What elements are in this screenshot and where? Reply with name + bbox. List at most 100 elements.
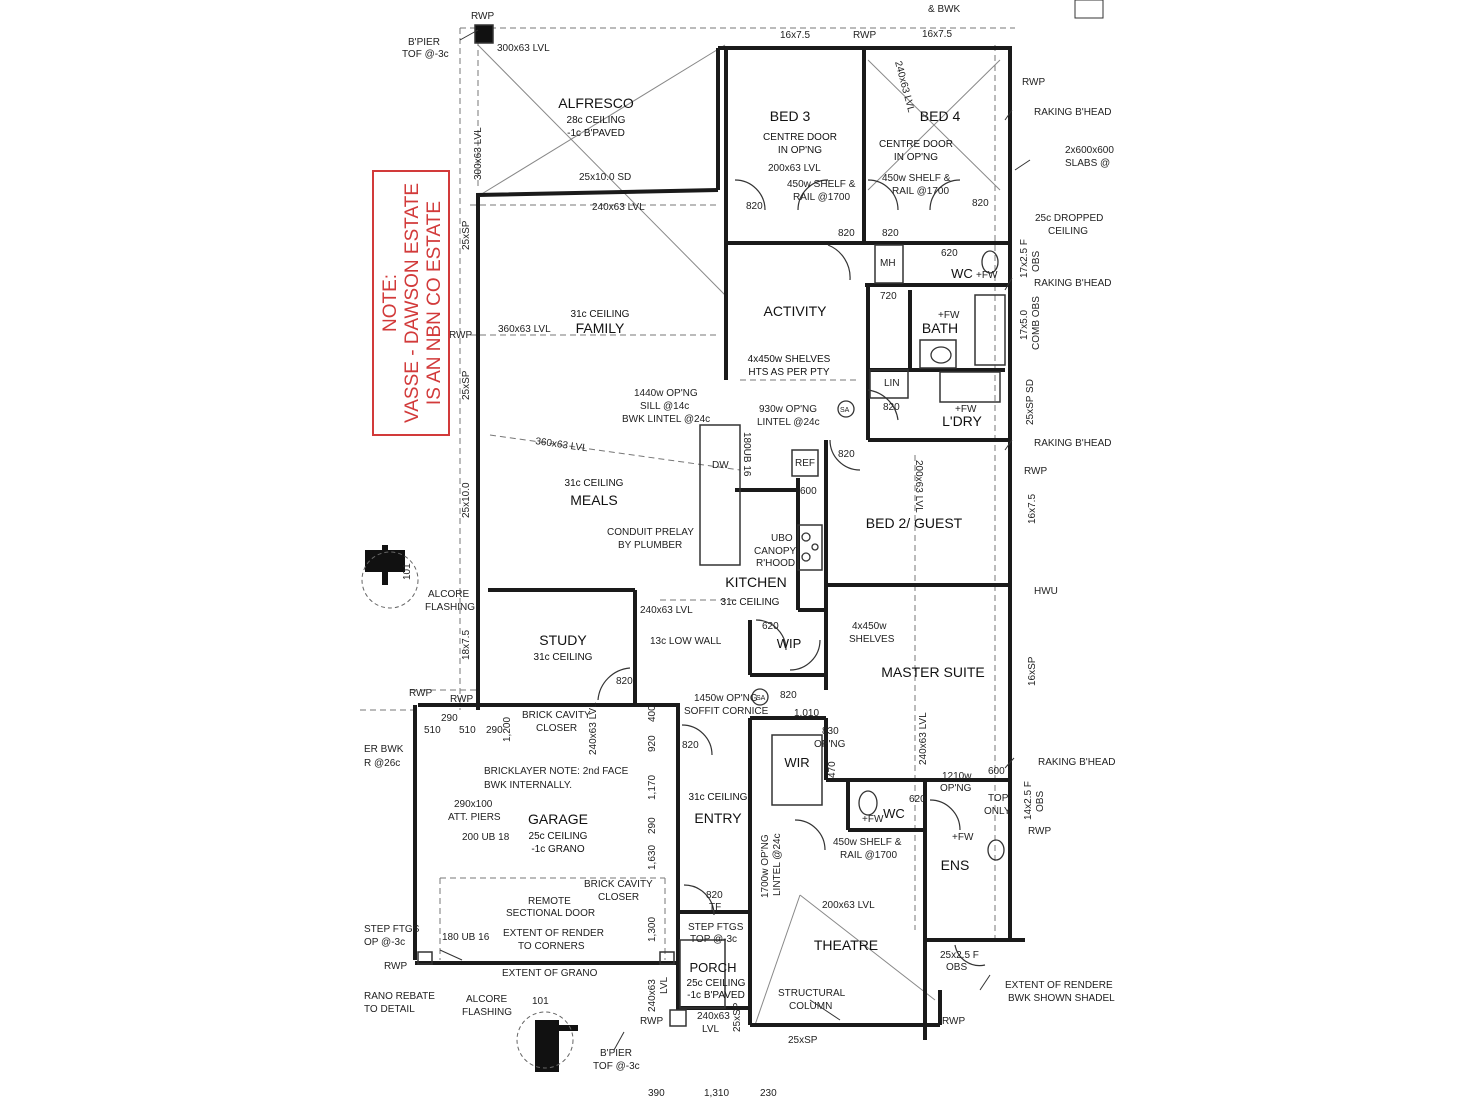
lvl-240-porch-2: LVL <box>659 977 670 994</box>
lvl-300-side: 300x63 LVL <box>473 127 484 180</box>
room-labels: ALFRESCO 28c CEILING -1c B'PAVED BED 3 C… <box>528 95 985 1001</box>
opng-1450-1: 1450w OP'NG <box>694 693 758 704</box>
annotations: RWP & BWK B'PIER TOF @-3c 300x63 LVL 300… <box>364 4 1115 1099</box>
dim-1310: 1,310 <box>704 1088 729 1099</box>
brick-cavity-1: BRICK CAVITY <box>522 710 591 721</box>
shelf-wir-2: RAIL @1700 <box>840 850 897 861</box>
lvl-300-top: 300x63 LVL <box>497 43 550 54</box>
step-ftgs-2: OP @-3c <box>364 937 405 948</box>
ub-180-b: 180 UB 16 <box>442 932 490 943</box>
kitchen-label: KITCHEN <box>725 574 786 590</box>
door-820-lin: 820 <box>883 402 900 413</box>
rwp-porch: RWP <box>640 1016 663 1027</box>
note-line-3: IS AN NBN CO ESTATE <box>424 200 445 406</box>
dim-230: 230 <box>760 1088 777 1099</box>
remote-1: REMOTE <box>528 896 571 907</box>
sa-lower: SA <box>756 695 766 702</box>
door-820-entry: 820 <box>682 740 699 751</box>
dim-470: 470 <box>827 761 838 778</box>
hwu-label: HWU <box>1034 586 1058 597</box>
render-2: TO CORNERS <box>518 941 585 952</box>
door-820-tf-1: 820 <box>706 890 723 901</box>
sp25-b: 25xSP <box>461 370 472 400</box>
door-620-wc: 620 <box>941 248 958 259</box>
render-bwk-1: EXTENT OF RENDERE <box>1005 980 1113 991</box>
opng-1440-1: 1440w OP'NG <box>634 388 698 399</box>
door-820-wir: 820 <box>780 690 797 701</box>
dim-510-a: 510 <box>424 725 441 736</box>
bpier-top: B'PIER <box>408 37 440 48</box>
comb-obs-1: 17x5.0 <box>1019 310 1030 340</box>
dim-101-left: 101 <box>402 563 413 580</box>
lvl-240-garage: 240x63 LVL <box>588 702 599 755</box>
dw-label: DW <box>712 460 729 471</box>
raking-bhead-3: RAKING B'HEAD <box>1034 438 1111 449</box>
obs-lower: OBS <box>1035 791 1046 812</box>
dashed-guides <box>360 27 1015 960</box>
grano-extent: EXTENT OF GRANO <box>502 968 598 979</box>
mh-label: MH <box>880 258 896 269</box>
garage-floor: -1c GRANO <box>531 844 585 855</box>
dim-1300: 1,300 <box>647 917 658 942</box>
wc-upper-label: WC <box>951 266 973 281</box>
leader-arrows <box>439 29 1031 1051</box>
er-bwk-2: R @26c <box>364 758 400 769</box>
door-820-bed3: 820 <box>746 201 763 212</box>
note-line-2: VASSE - DAWSON ESTATE <box>402 183 423 423</box>
brick-cavity-3: BRICK CAVITY <box>584 879 653 890</box>
walls <box>413 46 1025 1040</box>
remote-2: SECTIONAL DOOR <box>506 908 595 919</box>
door-820-act1: 820 <box>838 228 855 239</box>
obs-25-1: 25x2.5 F <box>940 950 979 961</box>
rwp-theatre: RWP <box>942 1016 965 1027</box>
dim-1170: 1,170 <box>647 775 658 800</box>
opng-1440-3: BWK LINTEL @24c <box>622 414 710 425</box>
alcore-4: FLASHING <box>462 1007 512 1018</box>
rebate-1: RANO REBATE <box>364 991 435 1002</box>
bed4-shelf-2: RAIL @1700 <box>892 186 949 197</box>
obs-25-2: OBS <box>946 962 967 973</box>
family-ceiling: 31c CEILING <box>571 309 630 320</box>
beam-16x75-b: 16x7.5 <box>922 29 952 40</box>
master-label: MASTER SUITE <box>881 664 984 680</box>
door-820-bed4: 820 <box>972 198 989 209</box>
dim-290-c: 290 <box>647 817 658 834</box>
alfresco-label: ALFRESCO <box>558 95 634 111</box>
fw-ens: +FW <box>952 832 974 843</box>
lvl-240-master: 240x63 LVL <box>918 712 929 765</box>
alfresco-ceiling: 28c CEILING <box>567 115 626 126</box>
opng-1210-1: 1210w <box>942 771 972 782</box>
door-820-bed2: 820 <box>838 449 855 460</box>
bed3-shelf-2: RAIL @1700 <box>793 192 850 203</box>
rwp-right-lower: RWP <box>1028 826 1051 837</box>
alfresco-floor: -1c B'PAVED <box>567 128 625 139</box>
wc-lower-label: WC <box>883 806 905 821</box>
activity-shelves: 4x450w SHELVES <box>748 354 831 365</box>
diagonal-markers <box>477 44 1001 1026</box>
ubo-1: UBO <box>771 533 793 544</box>
fw-bath: +FW <box>938 310 960 321</box>
conduit-1: CONDUIT PRELAY <box>607 527 694 538</box>
opng-1440-2: SILL @14c <box>640 401 689 412</box>
entry-label: ENTRY <box>694 810 742 826</box>
rwp-right-mid: RWP <box>1024 466 1047 477</box>
section-markers <box>361 0 1104 1072</box>
door-620-wc: 620 <box>909 794 926 805</box>
beam-16x75-right: 16x7.5 <box>1027 494 1038 524</box>
bath-label: BATH <box>922 320 958 336</box>
alcore-3: ALCORE <box>466 994 507 1005</box>
rwp-right-top: RWP <box>1022 77 1045 88</box>
obs-14x25: 14x2.5 F <box>1023 781 1034 820</box>
alcore-1: ALCORE <box>428 589 469 600</box>
ubo-2: CANOPY <box>754 546 797 557</box>
dim-390: 390 <box>648 1088 665 1099</box>
slabs-1: 2x600x600 <box>1065 145 1114 156</box>
bwk-top: & BWK <box>928 4 961 15</box>
door-620-wip: 620 <box>762 621 779 632</box>
shelves-wip-2: SHELVES <box>849 634 895 645</box>
bpier-bottom: B'PIER <box>600 1048 632 1059</box>
lvl-200-theatre: 200x63 LVL <box>822 900 875 911</box>
bed4-shelf-1: 450w SHELF & <box>882 173 951 184</box>
study-label: STUDY <box>539 632 587 648</box>
meals-label: MEALS <box>570 492 617 508</box>
